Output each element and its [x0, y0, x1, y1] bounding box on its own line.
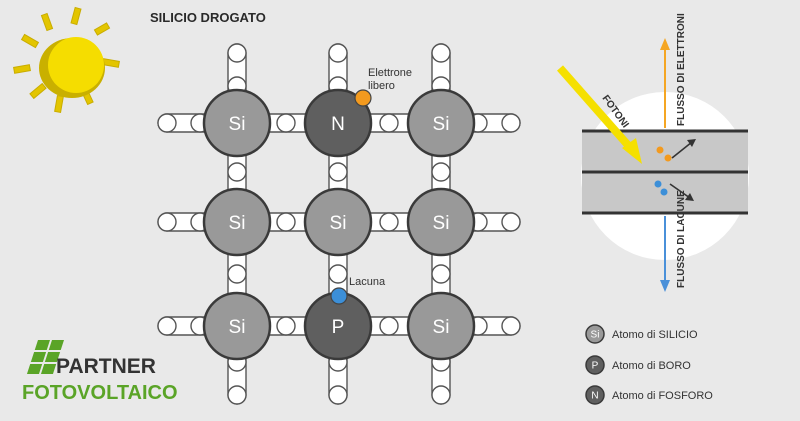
legend-text: Atomo di FOSFORO — [612, 390, 713, 402]
electron-dot — [657, 147, 664, 154]
sun-icon — [14, 7, 120, 112]
atom-label: Si — [433, 317, 450, 338]
hole-label: Lacuna — [349, 276, 386, 288]
bond-electron — [432, 163, 450, 181]
n-layer — [582, 130, 748, 172]
bond-electron — [277, 114, 295, 132]
atom-label: Si — [229, 317, 246, 338]
atom-si: Si — [408, 189, 474, 255]
atom-label: Si — [433, 213, 450, 234]
legend-item-p: P Atomo di BORO — [586, 356, 691, 374]
legend-symbol: P — [592, 361, 599, 372]
bond-electron — [432, 386, 450, 404]
atom-label: Si — [229, 114, 246, 135]
legend-item-si: Si Atomo di SILICIO — [586, 325, 698, 343]
bond-electron — [158, 317, 176, 335]
bond-electron — [158, 213, 176, 231]
hole-dot — [655, 181, 662, 188]
hole-marker — [331, 288, 347, 304]
bond-electron — [380, 213, 398, 231]
atom-si: Si — [204, 293, 270, 359]
bond-electron — [228, 386, 246, 404]
atom-si: Si — [408, 293, 474, 359]
free-electron-label-2: libero — [368, 80, 395, 92]
bond-electron — [329, 44, 347, 62]
electron-flow-label: FLUSSO DI ELETTRONI — [676, 13, 687, 126]
bond-electron — [502, 317, 520, 335]
atom-si: Si — [408, 90, 474, 156]
logo-line2: FOTOVOLTAICO — [22, 382, 178, 404]
atom-si: Si — [305, 189, 371, 255]
bond-electron — [228, 44, 246, 62]
atom-label: Si — [330, 213, 347, 234]
legend-item-n: N Atomo di FOSFORO — [586, 386, 713, 404]
atom-label: Si — [229, 213, 246, 234]
partner-fotovoltaico-logo: PARTNER FOTOVOLTAICO — [22, 340, 178, 404]
bond-electron — [158, 114, 176, 132]
diagram-title: SILICIO DROGATO — [150, 10, 266, 25]
bond-electron — [380, 317, 398, 335]
legend-text: Atomo di SILICIO — [612, 329, 698, 341]
atom-si: Si — [204, 189, 270, 255]
legend-symbol: N — [591, 391, 598, 402]
bond-electron — [228, 163, 246, 181]
bond-electron — [432, 265, 450, 283]
logo-line1: PARTNER — [56, 355, 156, 378]
bond-electron — [329, 265, 347, 283]
atom-label: N — [331, 114, 345, 135]
atom-label: P — [332, 317, 345, 338]
bond-electron — [228, 265, 246, 283]
bond-electron — [380, 114, 398, 132]
legend: Si Atomo di SILICIO P Atomo di BORO N Atomo d… — [586, 325, 713, 404]
free-electron-label: Elettrone — [368, 67, 412, 79]
bond-electron — [329, 386, 347, 404]
free-electron — [355, 90, 371, 106]
hole-flow-label: FLUSSO DI LACUNE — [676, 190, 687, 288]
bond-electron — [502, 213, 520, 231]
electron-dot — [665, 155, 672, 162]
junction-panel: FLUSSO DI ELETTRONI FLUSSO DI LACUNE FOT… — [560, 13, 749, 292]
legend-symbol: Si — [591, 330, 600, 341]
bond-electron — [277, 213, 295, 231]
bond-electron — [329, 163, 347, 181]
bond-electron — [432, 44, 450, 62]
atom-label: Si — [433, 114, 450, 135]
hole-dot — [661, 189, 668, 196]
legend-text: Atomo di BORO — [612, 360, 691, 372]
atom-si: Si — [204, 90, 270, 156]
bond-electron — [502, 114, 520, 132]
bond-electron — [277, 317, 295, 335]
